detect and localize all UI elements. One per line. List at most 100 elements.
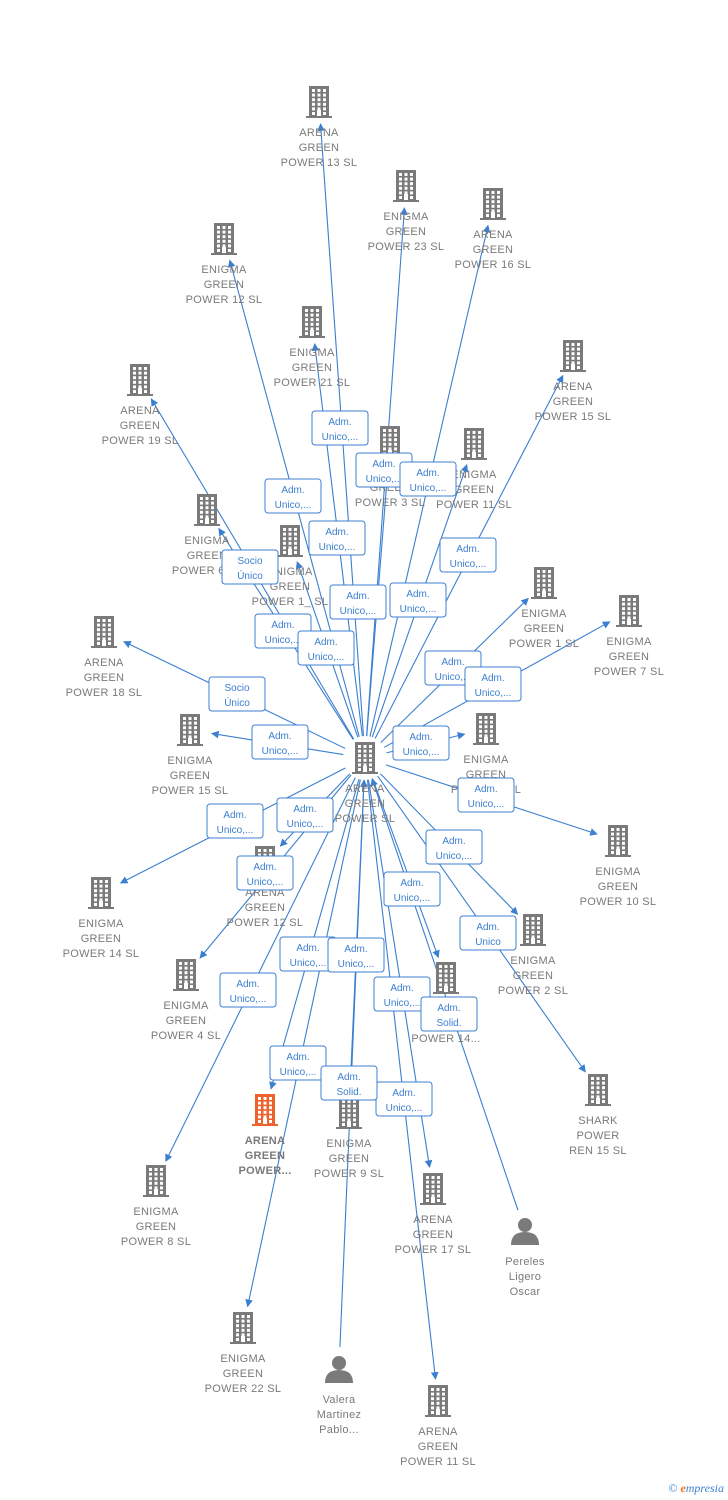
node-label-line: POWER — [576, 1130, 619, 1142]
edge-label-line: Unico,... — [394, 893, 431, 904]
edge-label-n5[interactable]: Adm.Unico,... — [392, 725, 450, 761]
node-label-line: POWER 18 SL — [66, 687, 143, 699]
brand-name: mpresia — [685, 1481, 724, 1495]
edge-from-pereles — [370, 778, 519, 1211]
footer-brand[interactable]: © empresia — [668, 1481, 724, 1496]
edge-label-hl[interactable]: Adm.Unico,... — [219, 972, 277, 1008]
building-icon — [420, 1173, 446, 1205]
edge-label-n8[interactable]: Adm.Unico,... — [327, 937, 385, 973]
node-label-line: Valera — [323, 1394, 356, 1406]
node-label-line: POWER 13 SL — [281, 157, 358, 169]
node-label-line: GREEN — [609, 651, 650, 663]
edge-label-line: Único — [237, 569, 263, 582]
edge-label-line: Unico,... — [308, 652, 345, 663]
edge-label-nx[interactable]: Adm.Unico,... — [297, 630, 355, 666]
node-label-line: GREEN — [413, 1229, 454, 1241]
edge-label-n11e[interactable]: Adm.Unico,... — [389, 582, 447, 618]
edge-label-box — [329, 584, 387, 620]
node-label-line: Martinez — [317, 1409, 362, 1421]
node-label-line: GREEN — [473, 244, 514, 256]
edge-label-n16[interactable]: Adm.Unico,... — [399, 461, 457, 497]
node-label-line: GREEN — [299, 142, 340, 154]
node-label-line: Oscar — [510, 1286, 541, 1298]
edge-label-n3[interactable]: Adm.Unico,... — [329, 584, 387, 620]
edge-label-line: Adm. — [372, 459, 395, 470]
node-label-line: ENIGMA — [201, 264, 247, 276]
edge-label-n15e[interactable]: Adm.Unico,... — [251, 724, 309, 760]
node-n16[interactable]: ARENA GREEN POWER 16 SL — [455, 188, 532, 271]
node-label-line: POWER 16 SL — [455, 259, 532, 271]
edge-label-line: Adm. — [253, 862, 276, 873]
edge-label-line: Unico,... — [322, 432, 359, 443]
building-icon — [194, 494, 220, 526]
node-label-line: ARENA — [473, 229, 513, 241]
edge-label-line: Adm. — [442, 836, 465, 847]
edge-label-n15a[interactable]: Adm.Unico,... — [439, 537, 497, 573]
edge-label-pereles[interactable]: Adm.Solid. — [420, 996, 478, 1032]
edge-label-n12e[interactable]: Adm.Unico,... — [264, 478, 322, 514]
node-label-line: ENIGMA — [163, 1000, 209, 1012]
building-icon — [252, 1094, 278, 1126]
edge-label-n2[interactable]: Adm.Unico,... — [276, 797, 334, 833]
node-label-line: ENIGMA — [167, 755, 213, 767]
node-label-line: GREEN — [120, 420, 161, 432]
node-label-line: POWER 12 SL — [227, 917, 304, 929]
edge-label-line: Unico,... — [262, 746, 299, 757]
edge-label-n6[interactable]: Adm.Unico,... — [254, 613, 312, 649]
edge-label-n12a[interactable]: Adm.Unico,... — [236, 855, 294, 891]
building-icon — [177, 714, 203, 746]
edge-label-line: Unico,... — [384, 998, 421, 1009]
edge-label-valera[interactable]: Adm.Solid. — [320, 1065, 378, 1101]
node-label-line: POWER SL — [335, 813, 395, 825]
edge-label-n11a[interactable]: Adm.Unico,... — [375, 1081, 433, 1117]
node-label-line: GREEN — [418, 1441, 459, 1453]
node-label-line: POWER 1 SL — [509, 638, 579, 650]
node-hl[interactable]: ARENAGREENPOWER... — [238, 1094, 291, 1177]
edge-label-n17[interactable]: Adm.Unico,... — [373, 976, 431, 1012]
edge-to-hl — [269, 779, 360, 1090]
edge-label-n22[interactable]: Adm.Unico,... — [269, 1045, 327, 1081]
edge-label-n14a[interactable]: Adm.Unico,... — [383, 871, 441, 907]
node-label-line: ARENA — [84, 657, 124, 669]
node-label-line: GREEN — [454, 484, 495, 496]
node-label-line: POWER 21 SL — [274, 377, 351, 389]
edge-label-n13[interactable]: Adm.Unico,... — [311, 410, 369, 446]
edge-label-n4[interactable]: Adm.Unico,... — [425, 829, 483, 865]
node-label-line: ARENA — [413, 1214, 453, 1226]
edge-label-n14e[interactable]: Adm.Unico,... — [206, 803, 264, 839]
edge-label-shark[interactable]: Adm.Unico — [459, 915, 517, 951]
edge-label-box — [373, 976, 431, 1012]
edge-label-n21[interactable]: Adm.Unico,... — [308, 520, 366, 556]
edge-label-line: Unico,... — [275, 500, 312, 511]
edge-label-box — [425, 829, 483, 865]
edge-label-n10[interactable]: Adm.Unico,... — [457, 777, 515, 813]
node-valera[interactable]: ValeraMartinezPablo... — [317, 1356, 362, 1436]
edge-label-n7[interactable]: Adm.Unico,... — [464, 666, 522, 702]
